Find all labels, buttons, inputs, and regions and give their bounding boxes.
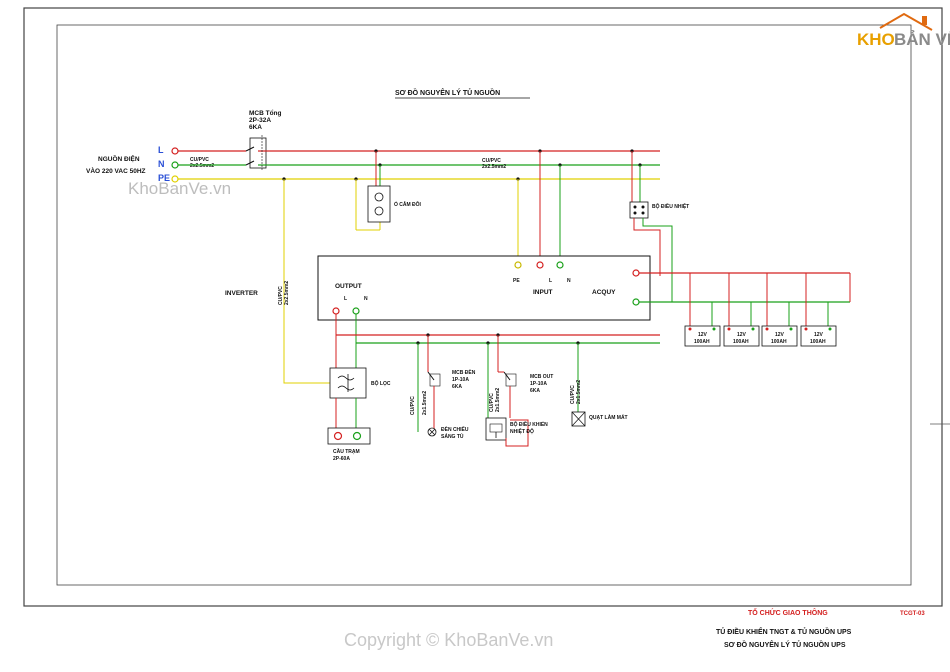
terminal-line1: CẦU TRẠM xyxy=(333,448,360,455)
lamp-line1: ĐÈN CHIẾU xyxy=(441,425,469,433)
battery-3-capacity: 100AH xyxy=(771,339,787,345)
inverter-label: INVERTER xyxy=(225,290,258,297)
ups-input-PE: PE xyxy=(513,278,520,284)
fan-cable-line1: CU/PVC xyxy=(570,385,576,404)
title-block-org: TỔ CHỨC GIAO THÔNG xyxy=(748,608,828,617)
lamp-cable-line2: 2x1.5mm2 xyxy=(422,391,428,415)
ups-input-label: INPUT xyxy=(533,289,553,296)
terminal-L xyxy=(171,147,179,155)
source-N-label: N xyxy=(158,159,165,169)
ups-output-L: L xyxy=(344,296,347,302)
battery-4-capacity: 100AH xyxy=(810,339,826,345)
ups-box xyxy=(317,255,651,321)
logo-part2: BẢN VẼ xyxy=(894,29,950,49)
source-PE-label: PE xyxy=(158,173,170,183)
terminal-PE xyxy=(171,175,179,183)
battery-3-voltage: 12V xyxy=(775,332,785,338)
battery-4: 12V 100AH xyxy=(800,325,837,347)
mcb-lamp-symbol xyxy=(427,371,441,432)
mcb-lamp-line2: 1P-10A xyxy=(452,377,469,383)
source-label-1: NGUỒN ĐIỆN xyxy=(98,153,140,163)
title-block-line1: TỦ ĐIỀU KHIỂN TNGT & TỦ NGUỒN UPS xyxy=(716,626,852,636)
battery-1-voltage: 12V xyxy=(698,332,708,338)
thermostat-label: BỘ ĐIỀU NHIỆT xyxy=(652,202,689,210)
diagram-title: SƠ ĐỒ NGUYÊN LÝ TỦ NGUỒN xyxy=(395,87,500,97)
fan-cable-line2: 2x1.5mm2 xyxy=(576,380,582,404)
fan-label: QUẠT LÀM MÁT xyxy=(589,414,628,421)
title-block-line2: SƠ ĐỒ NGUYÊN LÝ TỦ NGUỒN UPS xyxy=(724,639,846,649)
mcb-lamp-line1: MCB ĐÈN xyxy=(452,368,476,376)
lamp-cable-line1: CU/PVC xyxy=(410,396,416,415)
battery-2: 12V 100AH xyxy=(723,325,760,347)
mcb-out-line1: MCB OUT xyxy=(530,374,553,380)
mcb-main-line2: 2P-32A xyxy=(249,117,271,124)
thermostat-symbol xyxy=(629,201,649,219)
mcb-main-line3: 6KA xyxy=(249,124,262,131)
socket-symbol xyxy=(367,185,391,223)
lamp-icon xyxy=(427,427,437,437)
ups-input-L: L xyxy=(549,278,552,284)
fan-icon xyxy=(571,411,586,427)
outer-frame xyxy=(23,7,943,607)
lamp-line2: SÁNG TỦ xyxy=(441,433,464,440)
title-block-code: TCGT-03 xyxy=(900,611,925,617)
source-L-label: L xyxy=(158,145,164,155)
mcb-lamp-line3: 6KA xyxy=(452,384,462,390)
battery-3: 12V 100AH xyxy=(761,325,798,347)
source-cable-size: 2x2.5mm2 xyxy=(190,163,214,169)
ups-input-N: N xyxy=(567,278,571,284)
temp-cable-line2: 2x1.5mm2 xyxy=(495,388,501,412)
bus-cable-line1: CU/PVC xyxy=(482,158,501,164)
logo-part1: KHO xyxy=(857,30,895,49)
battery-4-voltage: 12V xyxy=(814,332,824,338)
source-cable: CU/PVC xyxy=(190,157,209,163)
mcb-out-symbol xyxy=(503,371,517,418)
filter-symbol xyxy=(329,367,367,399)
battery-1-capacity: 100AH xyxy=(694,339,710,345)
ups-output-label: OUTPUT xyxy=(335,283,362,290)
mcb-main-line1: MCB Tổng xyxy=(249,109,282,117)
inverter-cable-line1: CU/PVC xyxy=(278,286,284,305)
mcb-main-symbol xyxy=(245,135,270,170)
temp-cable-line1: CU/PVC xyxy=(489,393,495,412)
watermark-text: KhoBanVe.vn xyxy=(128,179,231,198)
inverter-cable-line2: 2x2.5mm2 xyxy=(284,281,290,305)
temp-controller-symbol xyxy=(485,417,507,441)
temp-ctrl-line1: BỘ ĐIỀU KHIỂN xyxy=(510,420,548,428)
battery-2-capacity: 100AH xyxy=(733,339,749,345)
bus-cable-line2: 2x2.5mm2 xyxy=(482,164,506,170)
inner-frame xyxy=(56,24,912,586)
mcb-out-line2: 1P-10A xyxy=(530,381,547,387)
temp-ctrl-line2: NHIỆT ĐỘ xyxy=(510,427,534,435)
battery-2-voltage: 12V xyxy=(737,332,747,338)
terminal-N xyxy=(171,161,179,169)
source-label-2: VÀO 220 VAC 50HZ xyxy=(86,166,146,175)
battery-1: 12V 100AH xyxy=(684,325,721,347)
ups-battery-label: ACQUY xyxy=(592,289,616,296)
terminal-block xyxy=(327,427,371,445)
filter-label: BỘ LỌC xyxy=(371,379,391,387)
battery-bank xyxy=(689,273,851,326)
khobanve-logo: KHO BẢN VẼ xyxy=(857,12,950,49)
ups-output-N: N xyxy=(364,296,368,302)
terminal-line2: 2P-60A xyxy=(333,456,350,462)
copyright-text: Copyright © KhoBanVe.vn xyxy=(344,630,553,650)
mcb-out-line3: 6KA xyxy=(530,388,540,394)
socket-label: Ổ CẮM ĐÔI xyxy=(394,200,422,208)
